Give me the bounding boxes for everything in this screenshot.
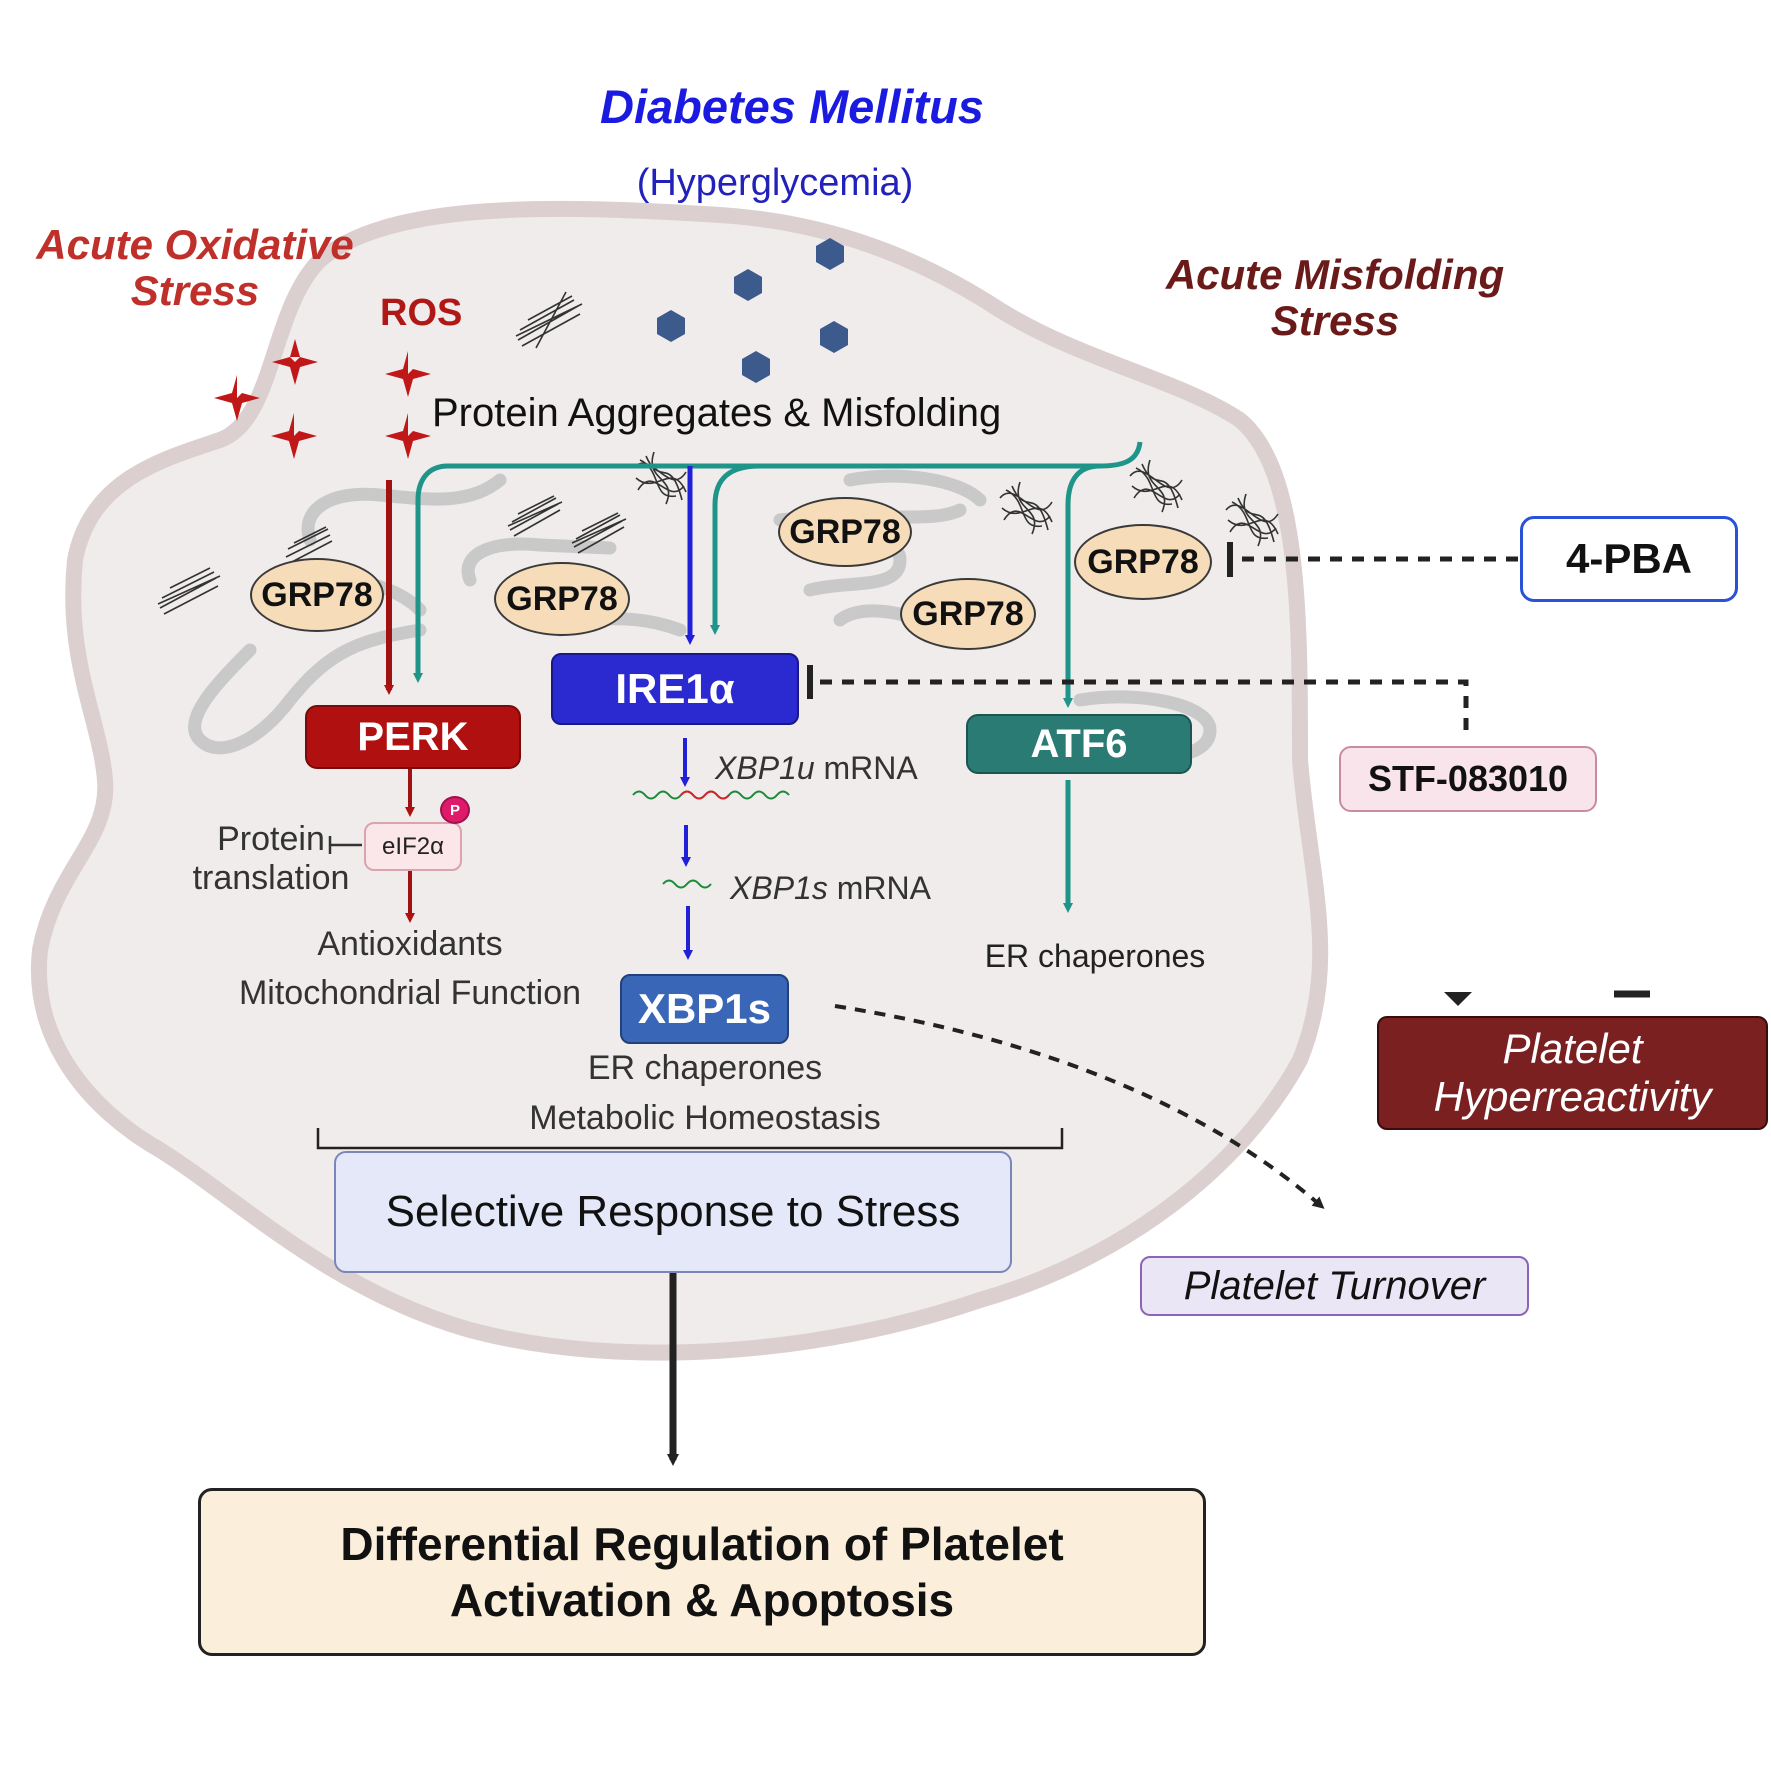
ros-star-2 [214,375,260,421]
outputs-bracket [316,1128,1064,1150]
platelet-hyperreactivity-box: Platelet Hyperreactivity [1377,1016,1768,1130]
misfolding-stress-line2: Stress [1270,297,1400,344]
aggregate-fibrils-1 [515,291,583,349]
xbp1u-mrna-suffix: mRNA [823,750,918,786]
perk-output-antioxidants: Antioxidants [317,925,503,963]
hyperreactivity-line1: Platelet [1502,1025,1643,1072]
eif2a-node: eIF2α [364,822,462,871]
grp78-chaperone: GRP78 [250,558,384,632]
inhibition-lines [812,556,1518,730]
xbp1s-mrna-suffix: mRNA [836,870,931,906]
xbp1s-mrna-wave [662,879,712,889]
atf6-sensor: ATF6 [966,714,1192,774]
platelet-turnover-box: Platelet Turnover [1140,1256,1529,1316]
aggregate-fibrils-2 [507,495,563,537]
atf6-output-chaperones: ER chaperones [984,938,1206,974]
disease-title: Diabetes Mellitus [600,80,984,133]
teal-branch-atf6 [1063,463,1101,708]
oxidative-stress-line2: Stress [130,267,260,314]
ros-star-1 [272,339,318,385]
ros-star-3 [385,351,431,397]
protein-translation-label: Protein translation [188,820,354,898]
xbp1s-to-turnover-arrow [834,1004,1325,1209]
aggregate-tangle-4 [1225,493,1279,547]
ros-star-5 [385,413,431,459]
ire1a-output-homeostasis: Metabolic Homeostasis [529,1099,881,1137]
stf-hyper-arrowhead [1444,992,1472,1006]
protein-translation-line2: translation [192,859,350,898]
glucose-hex-2 [734,269,762,301]
aggregate-fibrils-5 [157,567,221,615]
xbp1u-gene: XBP1u [715,750,815,786]
xbp1s-mrna-label: XBP1s mRNA [730,870,931,907]
hyperreactivity-line2: Hyperreactivity [1433,1073,1712,1120]
perk-sensor: PERK [305,705,521,769]
teal-branch-ire1a [710,463,761,635]
grp78-chaperone: GRP78 [1074,524,1212,600]
aggregate-tangle-3 [1129,459,1183,513]
misfolding-stress-label: Acute Misfolding Stress [1135,252,1535,344]
ire1a-arrows [680,466,695,960]
stf-inhibits-ire1a [812,679,1469,730]
xbp1u-mrna-label: XBP1u mRNA [715,750,918,787]
ros-stars [214,339,431,459]
glucose-hexagons [657,238,848,383]
xbp1s-gene: XBP1s [730,870,828,906]
xbp1s-protein: XBP1s [620,974,789,1044]
grp78-chaperone: GRP78 [900,578,1036,650]
stf-inhibitor: STF-083010 [1339,746,1597,812]
xbp1u-mrna-intron [680,790,730,800]
perk-outputs-label: Antioxidants Mitochondrial Function [215,920,605,1018]
ire1a-output-chaperones: ER chaperones [587,1049,823,1087]
final-line2: Activation & Apoptosis [449,1574,955,1626]
oxidative-stress-label: Acute Oxidative Stress [20,222,370,314]
aggregate-tangle-1 [633,451,687,505]
differential-regulation-box: Differential Regulation of Platelet Acti… [198,1488,1206,1656]
glucose-hex-3 [657,310,685,342]
aggregate-fibrils-3 [571,512,627,554]
selective-response-box: Selective Response to Stress [334,1151,1012,1273]
aggregates-label: Protein Aggregates & Misfolding [432,391,1002,435]
eif2a-inhibits-translation [328,836,362,854]
final-line1: Differential Regulation of Platelet [340,1518,1064,1570]
ire1a-outputs-label: ER chaperones Metabolic Homeostasis [490,1043,920,1143]
ire1a-sensor: IRE1α [551,653,799,725]
perk-arrows [328,480,415,923]
grp78-chaperone: GRP78 [494,562,630,636]
aggregate-fibrils-4 [285,526,333,564]
glucose-hex-4 [820,321,848,353]
misfolding-arrows [413,441,1143,913]
protein-aggregates [157,291,1279,615]
ros-label: ROS [380,292,463,334]
phospho-badge: P [440,796,470,824]
grp78-chaperone: GRP78 [778,497,912,567]
protein-translation-line1: Protein [217,820,325,858]
glucose-hex-5 [742,351,770,383]
ros-star-4 [271,413,317,459]
aggregate-tangle-2 [999,481,1053,535]
glucose-hex-1 [816,238,844,270]
perk-output-mitochondria: Mitochondrial Function [238,974,582,1012]
pba-inhibitor: 4-PBA [1520,516,1738,602]
disease-subtitle: (Hyperglycemia) [636,162,914,204]
teal-main-line [413,441,1143,683]
oxidative-stress-line1: Acute Oxidative [36,221,354,268]
misfolding-stress-line1: Acute Misfolding [1165,251,1505,298]
